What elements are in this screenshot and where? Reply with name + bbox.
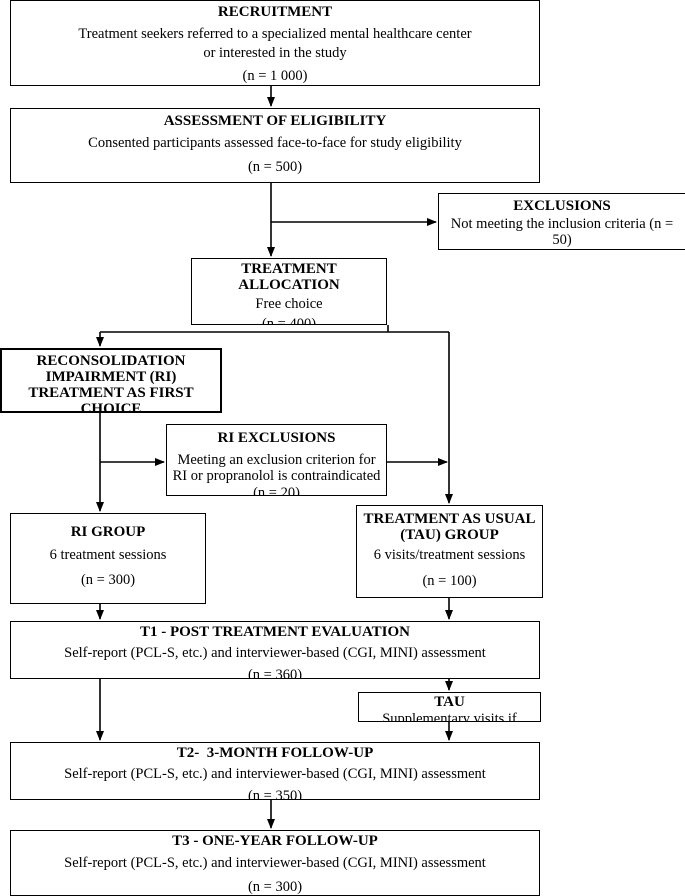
ri-first-choice-title-line1: RECONSOLIDATION: [36, 353, 186, 369]
recruitment-box: RECRUITMENT Treatment seekers referred t…: [10, 0, 540, 86]
tau-group-title-line2: (TAU) GROUP: [400, 527, 499, 543]
recruitment-line1: Treatment seekers referred to a speciali…: [78, 26, 472, 42]
ri-exclusions-line1: Meeting an exclusion criterion for: [177, 452, 376, 468]
recruitment-title: RECRUITMENT: [217, 4, 333, 20]
eligibility-n: (n = 500): [247, 159, 303, 175]
exclusions-line2: 50): [552, 232, 572, 248]
tau-supplementary-box: TAU Supplementary visits if: [358, 692, 541, 722]
exclusions-title: EXCLUSIONS: [513, 198, 611, 214]
ri-first-choice-box: RECONSOLIDATION IMPAIRMENT (RI) TREATMEN…: [0, 348, 222, 413]
t2-title: T2- 3-MONTH FOLLOW-UP: [176, 745, 374, 761]
t3-line1: Self-report (PCL-S, etc.) and interviewe…: [64, 855, 486, 871]
allocation-n: (n = 400): [261, 316, 317, 325]
recruitment-n: (n = 1 000): [242, 68, 308, 84]
tau-supplementary-title: TAU: [434, 694, 465, 710]
exclusions-line1: Not meeting the inclusion criteria (n =: [450, 216, 674, 232]
eligibility-line1: Consented participants assessed face-to-…: [88, 135, 462, 151]
tau-supplementary-line1: Supplementary visits if: [382, 711, 517, 722]
t3-box: T3 - ONE-YEAR FOLLOW-UP Self-report (PCL…: [10, 830, 540, 896]
ri-group-n: (n = 300): [80, 572, 136, 588]
t2-box: T2- 3-MONTH FOLLOW-UP Self-report (PCL-S…: [10, 742, 540, 800]
recruitment-line2: or interested in the study: [203, 45, 347, 61]
allocation-line1: Free choice: [255, 296, 323, 312]
eligibility-box: ASSESSMENT OF ELIGIBILITY Consented part…: [10, 108, 540, 183]
t3-n: (n = 300): [247, 879, 303, 895]
t1-line1: Self-report (PCL-S, etc.) and interviewe…: [64, 645, 486, 661]
tau-group-line1: 6 visits/treatment sessions: [373, 547, 526, 563]
tau-group-box: TREATMENT AS USUAL (TAU) GROUP 6 visits/…: [356, 505, 543, 598]
ri-group-title: RI GROUP: [70, 524, 146, 540]
ri-group-box: RI GROUP 6 treatment sessions (n = 300): [10, 513, 206, 604]
t1-n: (n = 360): [247, 667, 303, 679]
ri-exclusions-n: (n = 20): [253, 485, 300, 496]
allocation-title-line1: TREATMENT: [241, 261, 337, 277]
tau-group-n: (n = 100): [422, 573, 477, 589]
eligibility-title: ASSESSMENT OF ELIGIBILITY: [163, 113, 387, 129]
allocation-box: TREATMENT ALLOCATION Free choice (n = 40…: [191, 258, 387, 325]
ri-group-line1: 6 treatment sessions: [49, 547, 167, 563]
t2-line1: Self-report (PCL-S, etc.) and interviewe…: [64, 766, 486, 782]
exclusions-box: EXCLUSIONS Not meeting the inclusion cri…: [438, 193, 685, 250]
t1-title: T1 - POST TREATMENT EVALUATION: [139, 624, 411, 640]
ri-exclusions-title: RI EXCLUSIONS: [217, 430, 336, 446]
t1-box: T1 - POST TREATMENT EVALUATION Self-repo…: [10, 621, 540, 679]
ri-first-choice-title-line2: IMPAIRMENT (RI): [45, 369, 177, 385]
t3-title: T3 - ONE-YEAR FOLLOW-UP: [172, 833, 378, 849]
tau-group-title-line1: TREATMENT AS USUAL: [363, 511, 536, 527]
allocation-title-line2: ALLOCATION: [238, 277, 340, 293]
ri-first-choice-title-line3: TREATMENT AS FIRST: [28, 385, 194, 401]
ri-first-choice-title-line4: CHOICE: [80, 401, 142, 413]
t2-n: (n = 350): [247, 788, 303, 800]
ri-exclusions-box: RI EXCLUSIONS Meeting an exclusion crite…: [166, 424, 387, 496]
ri-exclusions-line2: RI or propranolol is contraindicated: [172, 468, 381, 484]
